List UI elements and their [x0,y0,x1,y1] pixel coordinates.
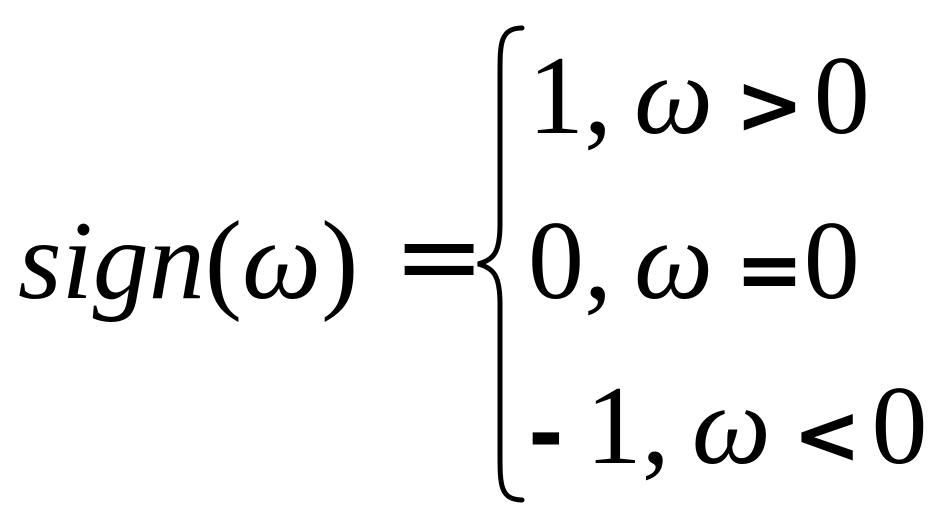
case-rhs: 0 [803,199,860,323]
case-relation: > [735,58,804,153]
left-brace-icon [477,25,525,503]
close-paren: ) [321,199,359,323]
case-row-negative: -1,ω<0 [528,370,928,492]
case-relation: = [735,223,804,318]
case-row-positive: 1,ω>0 [528,40,870,162]
case-value: 0 [528,199,584,323]
case-rhs: 0 [871,364,928,488]
case-variable: ω [691,364,771,488]
case-variable: ω [634,199,714,323]
case-comma: , [641,364,670,488]
open-paren: ( [204,199,242,323]
case-rhs: 0 [813,34,870,158]
case-value: 1 [585,364,642,488]
function-expression: sign(ω) [18,205,358,317]
equals-sign: = [393,192,486,320]
case-relation: < [792,388,862,483]
case-value: 1 [528,34,584,158]
case-comma: , [584,34,612,158]
function-name: sign [18,199,205,323]
case-row-zero: 0,ω=0 [528,205,860,327]
function-argument: ω [242,199,322,323]
case-variable: ω [634,34,714,158]
case-sign: - [528,384,564,484]
case-comma: , [584,199,612,323]
